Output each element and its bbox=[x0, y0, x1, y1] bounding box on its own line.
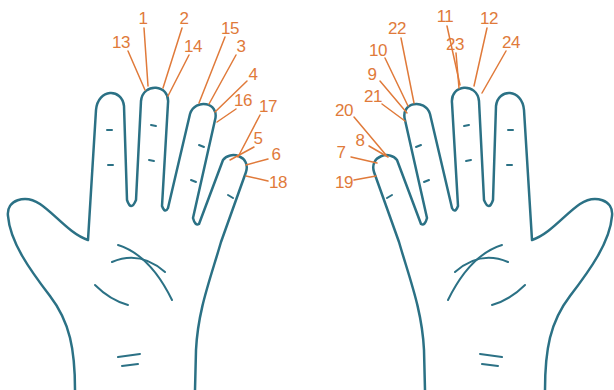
callout-number: 14 bbox=[184, 38, 202, 55]
leader-lines bbox=[128, 26, 506, 181]
left-hand bbox=[8, 88, 247, 390]
callout-number: 10 bbox=[369, 42, 387, 59]
callout-number: 16 bbox=[234, 92, 252, 109]
callout-number: 6 bbox=[272, 146, 281, 163]
callout-number: 1 bbox=[139, 10, 148, 27]
callout-number: 18 bbox=[269, 174, 287, 191]
callout-number: 11 bbox=[437, 8, 454, 25]
callout-number: 2 bbox=[180, 10, 189, 27]
callout-number: 7 bbox=[337, 144, 346, 161]
callout-number: 12 bbox=[480, 10, 498, 27]
callout-number: 17 bbox=[259, 98, 277, 115]
callout-number: 3 bbox=[237, 38, 246, 55]
right-hand bbox=[373, 88, 612, 390]
callout-number: 9 bbox=[368, 66, 377, 83]
callout-number: 24 bbox=[502, 34, 520, 51]
callout-number: 4 bbox=[249, 66, 258, 83]
callout-number: 22 bbox=[388, 20, 406, 37]
callout-number: 21 bbox=[364, 88, 382, 105]
callout-number: 8 bbox=[356, 132, 365, 149]
callout-number: 5 bbox=[254, 130, 263, 147]
callout-number: 15 bbox=[221, 20, 239, 37]
callout-number: 23 bbox=[446, 36, 464, 53]
callout-number: 19 bbox=[335, 174, 353, 191]
callout-number: 20 bbox=[335, 102, 353, 119]
callout-number: 13 bbox=[112, 34, 130, 51]
